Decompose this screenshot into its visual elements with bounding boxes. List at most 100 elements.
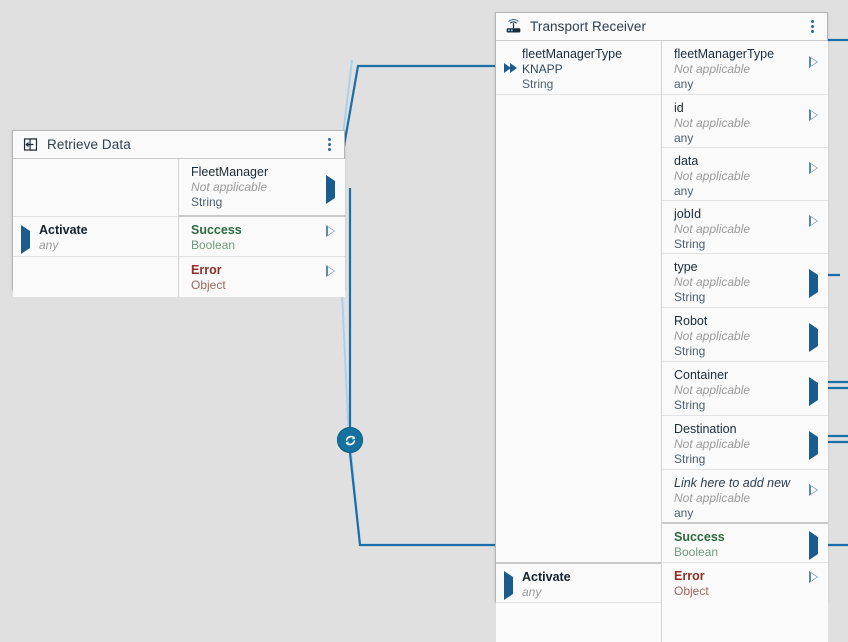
port-name: Robot [674, 314, 708, 328]
wire-fleetmanager-to-fleetmanagertype [335, 64, 500, 187]
port-arrow-hollow[interactable] [326, 271, 337, 283]
wire-activate-lower [348, 452, 500, 547]
port-arrow-filled[interactable] [809, 531, 820, 560]
port-name: Activate [39, 223, 88, 237]
port-type: any [674, 184, 694, 198]
port-arrow-hollow[interactable] [809, 62, 820, 74]
node-header[interactable]: Retrieve Data [13, 131, 344, 159]
port-row[interactable]: Error Object [179, 257, 345, 297]
port-spacer [13, 257, 178, 297]
port-type: String [674, 452, 706, 466]
port-name: Container [674, 368, 729, 382]
port-name: fleetManagerType [522, 47, 623, 61]
port-name: data [674, 154, 699, 168]
port-arrow-filled[interactable] [504, 571, 515, 600]
import-arrow-icon [23, 138, 38, 151]
port-arrow-hollow[interactable] [326, 231, 337, 243]
port-name: Error [674, 569, 705, 583]
port-arrow-filled[interactable] [809, 430, 820, 460]
kebab-menu-icon[interactable] [805, 19, 819, 35]
port-row[interactable]: Activate any [496, 564, 661, 603]
port-name: FleetManager [191, 165, 269, 179]
port-type: String [674, 344, 706, 358]
port-name: Error [191, 263, 222, 277]
kebab-menu-icon[interactable] [322, 137, 336, 153]
port-arrow-filled[interactable] [809, 268, 820, 298]
node-retrieve-data[interactable]: Retrieve Data Activate any FleetManager [12, 130, 345, 297]
port-type: String [674, 237, 706, 251]
port-spacer [496, 95, 661, 564]
port-type: Boolean [674, 545, 719, 559]
port-value: Not applicable [674, 329, 751, 343]
port-arrow-hollow[interactable] [809, 221, 820, 233]
port-value: KNAPP [522, 62, 563, 76]
port-name: Destination [674, 422, 737, 436]
port-name: Link here to add new [674, 476, 791, 490]
port-type: any [674, 77, 694, 91]
port-arrow-hollow[interactable] [809, 168, 820, 180]
router-antenna-icon [506, 18, 521, 33]
port-spacer [496, 603, 661, 642]
node-title: Retrieve Data [47, 137, 131, 152]
sync-refresh-icon [345, 435, 355, 445]
port-arrow-double[interactable] [504, 62, 517, 74]
port-value: Not applicable [674, 116, 751, 130]
port-value: Not applicable [191, 180, 268, 194]
port-arrow-hollow[interactable] [809, 115, 820, 127]
port-spacer [13, 159, 178, 217]
port-type: any [674, 131, 694, 145]
node-body: Activate any FleetManager Not applicable… [13, 159, 345, 297]
port-name: fleetManagerType [674, 47, 775, 61]
port-row[interactable]: Success Boolean [662, 524, 828, 563]
port-row[interactable]: Success Boolean [179, 217, 345, 257]
port-arrow-hollow[interactable] [809, 577, 820, 589]
port-value: Not applicable [674, 275, 751, 289]
sync-badge[interactable] [337, 427, 363, 453]
port-row[interactable]: Activate any [13, 217, 178, 257]
port-type: Object [674, 584, 709, 598]
port-type: String [191, 195, 223, 209]
port-type: Object [191, 278, 226, 292]
port-name: Success [674, 530, 725, 544]
port-type: String [674, 398, 706, 412]
port-arrow-filled[interactable] [809, 376, 820, 406]
port-value: Not applicable [674, 383, 751, 397]
port-value: any [39, 238, 59, 252]
node-inputs-column: Activate any [13, 159, 178, 297]
port-arrow-filled[interactable] [809, 322, 820, 352]
port-row[interactable]: Error Object [662, 563, 828, 602]
node-title: Transport Receiver [530, 19, 647, 34]
port-arrow-hollow[interactable] [809, 490, 820, 502]
port-type: any [674, 506, 694, 520]
port-value: Not applicable [674, 222, 751, 236]
port-arrow-filled[interactable] [326, 175, 337, 204]
port-type: String [674, 290, 706, 304]
port-arrow-filled[interactable] [21, 224, 32, 254]
node-header[interactable]: Transport Receiver [496, 13, 827, 41]
port-name: id [674, 101, 684, 115]
port-type: String [522, 77, 554, 91]
port-name: Activate [522, 570, 571, 584]
port-value: Not applicable [674, 437, 751, 451]
port-name: jobId [674, 207, 702, 221]
port-value: Not applicable [674, 62, 751, 76]
node-transport-receiver[interactable]: Transport Receiver fleetManagerType KNAP… [495, 12, 828, 642]
port-name: Success [191, 223, 242, 237]
port-type: Boolean [191, 238, 236, 252]
